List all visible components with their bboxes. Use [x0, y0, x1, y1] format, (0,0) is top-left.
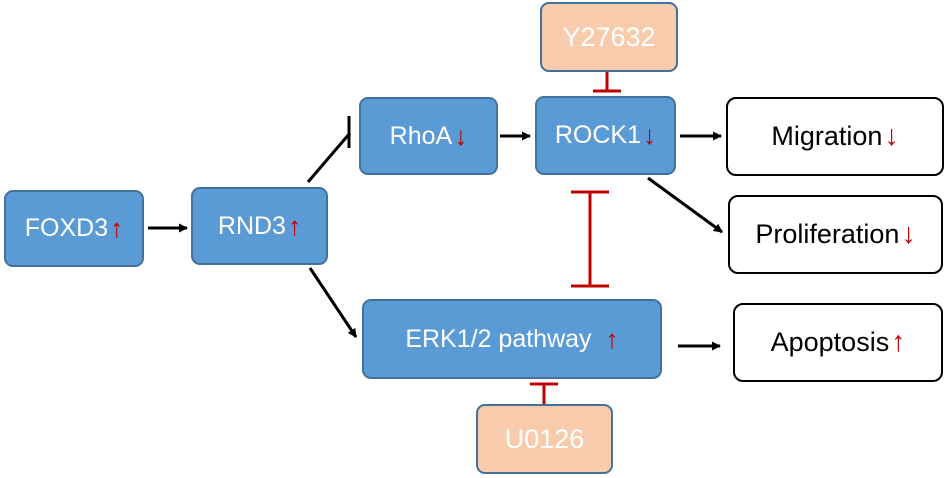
- rhoa-label: RhoA: [389, 121, 453, 150]
- erk-up-arrow-icon: ↑: [605, 323, 619, 354]
- proliferation-label: Proliferation: [755, 219, 900, 249]
- rock1-down-arrow-icon: ↓: [643, 120, 657, 150]
- apoptosis-up-arrow-icon: ↑: [891, 326, 906, 358]
- edge-rnd3-rhoa: [306, 132, 352, 183]
- migration-label: Migration: [771, 121, 883, 151]
- edge-rock1-proliferation: [647, 176, 723, 234]
- erk-node: ERK1/2 pathway ↑: [362, 299, 662, 379]
- apoptosis-label: Apoptosis: [770, 327, 890, 357]
- erk-label: ERK1/2 pathway: [405, 324, 592, 353]
- foxd3-node: FOXD3 ↑: [4, 190, 144, 267]
- rnd3-label: RND3: [217, 211, 286, 240]
- proliferation-down-arrow-icon: ↓: [901, 218, 916, 250]
- rnd3-node: RND3 ↑: [191, 187, 328, 265]
- proliferation-node: Proliferation ↓: [728, 195, 943, 274]
- foxd3-label: FOXD3: [24, 214, 109, 242]
- u0126-label: U0126: [504, 423, 585, 454]
- rock1-node: ROCK1 ↓: [535, 96, 676, 175]
- edge-rnd3-erk: [308, 267, 358, 338]
- u0126-node: U0126: [476, 404, 613, 474]
- migration-down-arrow-icon: ↓: [884, 120, 899, 152]
- y27632-label: Y27632: [562, 21, 656, 52]
- rnd3-up-arrow-icon: ↑: [287, 210, 302, 241]
- migration-node: Migration ↓: [726, 97, 944, 176]
- apoptosis-node: Apoptosis ↑: [733, 303, 943, 382]
- foxd3-up-arrow-icon: ↑: [110, 213, 124, 243]
- rhoa-node: RhoA ↓: [359, 97, 498, 175]
- rhoa-down-arrow-icon: ↓: [454, 120, 468, 151]
- rock1-label: ROCK1: [554, 121, 641, 149]
- y27632-node: Y27632: [540, 2, 678, 72]
